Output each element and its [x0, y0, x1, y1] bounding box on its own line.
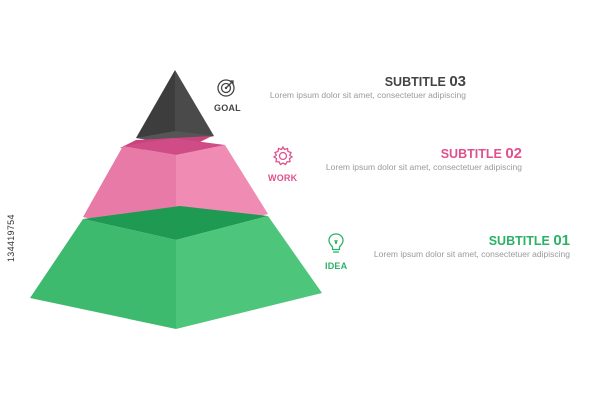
tier-label-idea: IDEA	[325, 261, 348, 271]
subtitle-02-number: 02	[505, 145, 522, 162]
description-01: Lorem ipsum dolor sit amet, consectetuer…	[373, 249, 570, 259]
tier-label-goal: GOAL	[214, 103, 241, 113]
lightbulb-icon	[326, 232, 346, 261]
description-03: Lorem ipsum dolor sit amet, consectetuer…	[269, 90, 466, 100]
subtitle-03: SUBTITLE 03	[385, 73, 466, 90]
subtitle-02: SUBTITLE 02	[441, 145, 522, 162]
tier-label-work: WORK	[268, 173, 298, 183]
subtitle-01-number: 01	[553, 232, 570, 249]
subtitle-03-number: 03	[449, 73, 466, 90]
target-icon	[216, 78, 236, 103]
pyramid-tier-bottom	[30, 206, 322, 329]
subtitle-03-text: SUBTITLE	[384, 75, 446, 89]
subtitle-01: SUBTITLE 01	[489, 232, 570, 249]
gear-icon	[272, 145, 294, 172]
subtitle-01-text: SUBTITLE	[488, 234, 550, 248]
subtitle-02-text: SUBTITLE	[440, 147, 502, 161]
pyramid-tier-top	[136, 70, 214, 144]
description-02: Lorem ipsum dolor sit amet, consectetuer…	[325, 162, 522, 172]
stock-id-label: 134419754	[6, 214, 16, 262]
